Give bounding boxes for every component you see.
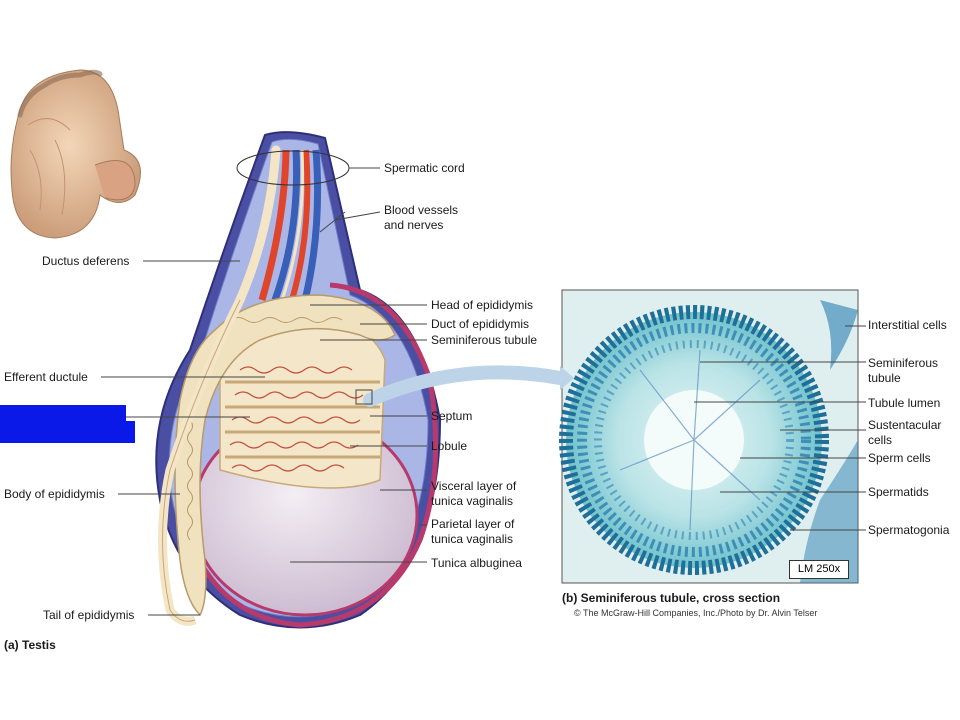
caption-b: (b) Seminiferous tubule, cross section xyxy=(562,591,781,605)
caption-a: (a) Testis xyxy=(4,638,56,652)
label-sustentacular-cells: Sustentacular cells xyxy=(868,418,942,447)
label-tail-epididymis: Tail of epididymis xyxy=(43,608,135,622)
label-visceral-layer: Visceral layer of tunica vaginalis xyxy=(431,479,517,508)
photo-credit: © The McGraw-Hill Companies, Inc./Photo … xyxy=(574,608,818,618)
external-genitalia-illustration xyxy=(10,69,141,239)
label-seminiferous-tubule-b: Seminiferous tubule xyxy=(868,356,939,385)
label-head-epididymis: Head of epididymis xyxy=(431,298,534,312)
micrograph xyxy=(559,289,859,584)
redaction-box-top xyxy=(0,405,126,423)
label-duct-epididymis: Duct of epididymis xyxy=(431,317,530,331)
label-efferent-ductule: Efferent ductule xyxy=(4,370,88,384)
label-body-epididymis: Body of epididymis xyxy=(4,487,105,501)
label-seminiferous-tubule: Seminiferous tubule xyxy=(431,333,538,347)
label-parietal-layer: Parietal layer of tunica vaginalis xyxy=(431,517,515,546)
callout-arrow xyxy=(363,365,567,407)
label-ductus-deferens: Ductus deferens xyxy=(42,254,130,268)
label-spermatogonia: Spermatogonia xyxy=(868,523,950,537)
label-tunica-albuginea: Tunica albuginea xyxy=(431,556,522,570)
label-tubule-lumen: Tubule lumen xyxy=(868,396,941,410)
redaction-box-bottom xyxy=(0,421,135,443)
leader-lines xyxy=(101,167,866,616)
scale-label: LM 250x xyxy=(789,560,849,579)
label-spermatic-cord: Spermatic cord xyxy=(384,161,465,175)
label-interstitial-cells: Interstitial cells xyxy=(868,318,947,332)
label-spermatids: Spermatids xyxy=(868,485,929,499)
label-blood-vessels: Blood vessels and nerves xyxy=(384,203,459,232)
label-lobule: Lobule xyxy=(431,439,468,453)
label-septum: Septum xyxy=(431,409,473,423)
testis-illustration xyxy=(155,131,442,629)
label-sperm-cells: Sperm cells xyxy=(868,451,931,465)
